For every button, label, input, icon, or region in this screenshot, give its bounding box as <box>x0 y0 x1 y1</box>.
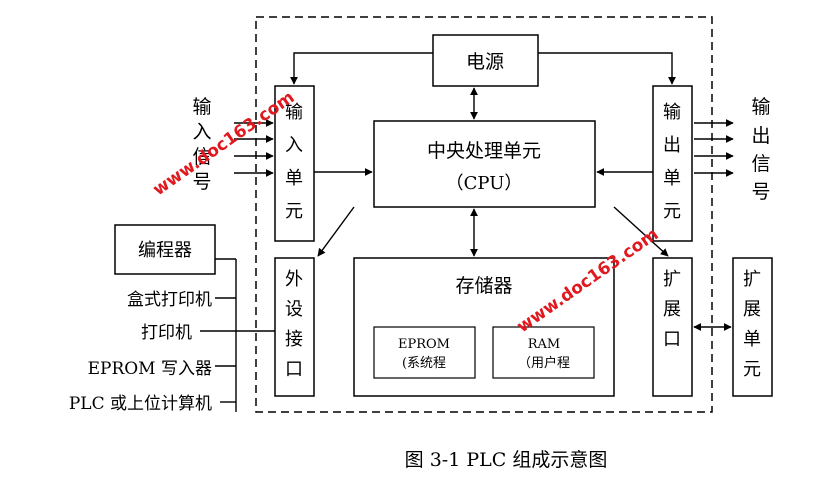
output-unit-block: 输 出 单 元 <box>652 85 693 242</box>
expansion-port-char: 扩 <box>663 269 681 290</box>
peripheral-bus-lines <box>200 258 275 412</box>
memory-label: 存储器 <box>455 275 512 297</box>
ram-label: RAM <box>528 337 561 352</box>
programmer-label: 编程器 <box>138 240 192 261</box>
output-signal-char: 信 <box>751 153 770 175</box>
eprom-block <box>373 326 476 379</box>
output-signal-char: 号 <box>751 181 770 203</box>
input-unit-block: 输 入 单 元 <box>274 85 315 242</box>
input-unit-char: 元 <box>285 201 303 222</box>
cpu-label: 中央处理单元 <box>427 140 541 162</box>
memory-block: 存储器 EPROM (系统程 RAM （用户程 <box>353 257 615 397</box>
peripheral-label: 打印机 <box>141 323 192 343</box>
expansion-port-char: 口 <box>663 329 681 350</box>
peripheral-interface-char: 接 <box>285 329 303 350</box>
eprom-sub-label: (系统程 <box>402 356 446 371</box>
ram-block <box>492 326 595 379</box>
peripheral-label: PLC 或上位计算机 <box>69 394 212 414</box>
output-signal-char: 输 <box>751 96 770 118</box>
output-signal-char: 出 <box>751 125 770 147</box>
peripheral-interface-char: 设 <box>285 299 303 320</box>
peripheral-label: EPROM 写入器 <box>88 359 212 379</box>
power-supply-label: 电源 <box>466 51 504 73</box>
output-unit-char: 出 <box>663 135 681 156</box>
input-signal-char: 号 <box>192 171 211 193</box>
programmer-block: 编程器 <box>114 224 216 275</box>
expansion-unit-block: 扩 展 单 元 <box>732 257 773 397</box>
input-signal-char: 输 <box>192 96 211 118</box>
expansion-unit-char: 展 <box>743 299 761 320</box>
input-signal-char: 入 <box>192 121 211 143</box>
cpu-abbr-label: （CPU） <box>446 173 523 194</box>
figure-caption: 图 3-1 PLC 组成示意图 <box>405 449 608 471</box>
expansion-unit-char: 元 <box>743 359 761 380</box>
input-unit-char: 输 <box>285 102 303 123</box>
input-signal-char: 信 <box>192 146 211 168</box>
plc-boundary <box>255 16 713 413</box>
input-unit-char: 单 <box>285 168 303 189</box>
peripheral-label: 盒式打印机 <box>127 290 212 310</box>
output-unit-char: 输 <box>663 102 681 123</box>
peripheral-interface-char: 外 <box>285 269 303 290</box>
power-supply-block: 电源 <box>432 34 539 87</box>
expansion-unit-char: 扩 <box>743 269 761 290</box>
cpu-block: 中央处理单元 （CPU） <box>373 120 596 208</box>
expansion-unit-char: 单 <box>743 329 761 350</box>
output-unit-char: 元 <box>663 201 681 222</box>
input-unit-char: 入 <box>285 135 303 156</box>
ram-sub-label: （用户程 <box>518 355 570 371</box>
expansion-port-block: 扩 展 口 <box>652 257 693 397</box>
cpu-to-expansion-arrow <box>613 206 669 257</box>
power-to-output-arrow <box>538 52 676 85</box>
expansion-port-char: 展 <box>663 299 681 320</box>
cpu-to-peripheral-arrow <box>317 206 355 257</box>
peripheral-interface-block: 外 设 接 口 <box>274 257 315 397</box>
connector-arrows <box>234 52 734 331</box>
power-to-input-arrow <box>290 52 433 85</box>
peripheral-interface-char: 口 <box>285 359 303 380</box>
output-unit-char: 单 <box>663 168 681 189</box>
eprom-label: EPROM <box>398 337 450 352</box>
